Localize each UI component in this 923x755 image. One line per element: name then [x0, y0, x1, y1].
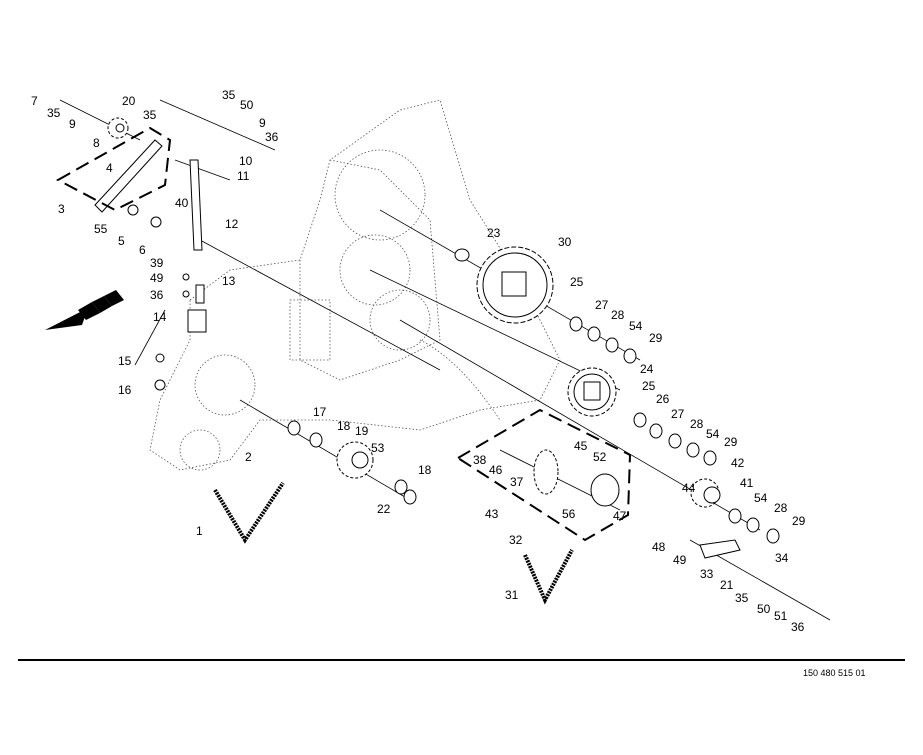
callout: 56	[562, 507, 576, 521]
callout: 53	[371, 441, 385, 455]
callout: 45	[574, 439, 588, 453]
small-rings	[127, 204, 780, 544]
callout: 49	[150, 271, 164, 285]
callout: 36	[150, 288, 164, 302]
hub-56	[590, 473, 620, 507]
callout: 37	[510, 475, 524, 489]
callout: 39	[150, 256, 164, 270]
callout: 44	[682, 481, 696, 495]
callout: 5	[118, 234, 125, 248]
callout: 14	[153, 310, 167, 324]
callout: 55	[94, 222, 108, 236]
callout: 6	[139, 243, 146, 257]
document-number: 150 480 515 01	[803, 668, 866, 678]
callout: 9	[69, 117, 76, 131]
direction-arrow-icon	[45, 290, 124, 330]
callout: 40	[175, 196, 189, 210]
dashed-assembly-boxes	[55, 126, 632, 542]
callout: 18	[418, 463, 432, 477]
callout: 28	[611, 308, 625, 322]
callout: 36	[791, 620, 805, 634]
callout: 1	[196, 524, 203, 538]
callout: 42	[731, 456, 745, 470]
callout: 24	[640, 362, 654, 376]
callout: 35	[47, 106, 61, 120]
callout: 12	[225, 217, 239, 231]
callout: 35	[222, 88, 236, 102]
callout-labels: 7 35 9 8 20 35 35 50 9 36 10 11 4 3 55 5…	[31, 88, 806, 634]
callout: 17	[313, 405, 327, 419]
callout: 3	[58, 202, 65, 216]
callout: 16	[118, 383, 132, 397]
callout: 25	[642, 379, 656, 393]
callout: 35	[143, 108, 157, 122]
callout: 35	[735, 591, 749, 605]
sprocket-19	[336, 441, 374, 479]
callout: 43	[485, 507, 499, 521]
callout: 29	[649, 331, 663, 345]
callout: 11	[237, 169, 250, 183]
callout: 50	[240, 98, 254, 112]
callout: 33	[700, 567, 714, 581]
callout: 27	[595, 298, 609, 312]
callout: 31	[505, 588, 519, 602]
callout: 22	[377, 502, 391, 516]
callout: 7	[31, 94, 38, 108]
sprocket-24	[567, 367, 617, 417]
callout: 34	[775, 551, 789, 565]
callout: 8	[93, 136, 100, 150]
tensioner-arms	[94, 139, 741, 559]
callout: 47	[613, 509, 627, 523]
callout: 54	[706, 427, 720, 441]
sprocket-41	[690, 478, 721, 508]
sprocket-30	[476, 246, 554, 324]
callout: 19	[355, 424, 369, 438]
callout: 15	[118, 354, 132, 368]
callout: 38	[473, 453, 487, 467]
callout: 50	[757, 602, 771, 616]
callout: 54	[754, 491, 768, 505]
callout: 25	[570, 275, 584, 289]
sprocket-37	[533, 449, 559, 495]
callout: 4	[106, 161, 113, 175]
callout: 32	[509, 533, 523, 547]
footer-rule	[18, 659, 905, 661]
callout: 26	[656, 392, 670, 406]
callout: 52	[593, 450, 607, 464]
callout: 41	[740, 476, 754, 490]
callout: 27	[671, 407, 685, 421]
callout: 29	[792, 514, 806, 528]
callout: 54	[629, 319, 643, 333]
machine-frame	[149, 99, 561, 471]
callout: 2	[245, 450, 252, 464]
callout: 51	[774, 609, 788, 623]
callout: 48	[652, 540, 666, 554]
callout: 28	[690, 417, 704, 431]
callout: 28	[774, 501, 788, 515]
shaft-lines	[59, 99, 831, 621]
sprocket-8	[107, 117, 129, 139]
callout: 36	[265, 130, 279, 144]
callout: 49	[673, 553, 687, 567]
chains	[213, 481, 574, 605]
callout: 30	[558, 235, 572, 249]
callout: 21	[720, 578, 734, 592]
callout: 10	[239, 154, 253, 168]
callout: 18	[337, 419, 351, 433]
callout: 23	[487, 226, 501, 240]
callout: 29	[724, 435, 738, 449]
callout: 13	[222, 274, 236, 288]
callout: 9	[259, 116, 266, 130]
callout: 20	[122, 94, 136, 108]
callout: 46	[489, 463, 503, 477]
